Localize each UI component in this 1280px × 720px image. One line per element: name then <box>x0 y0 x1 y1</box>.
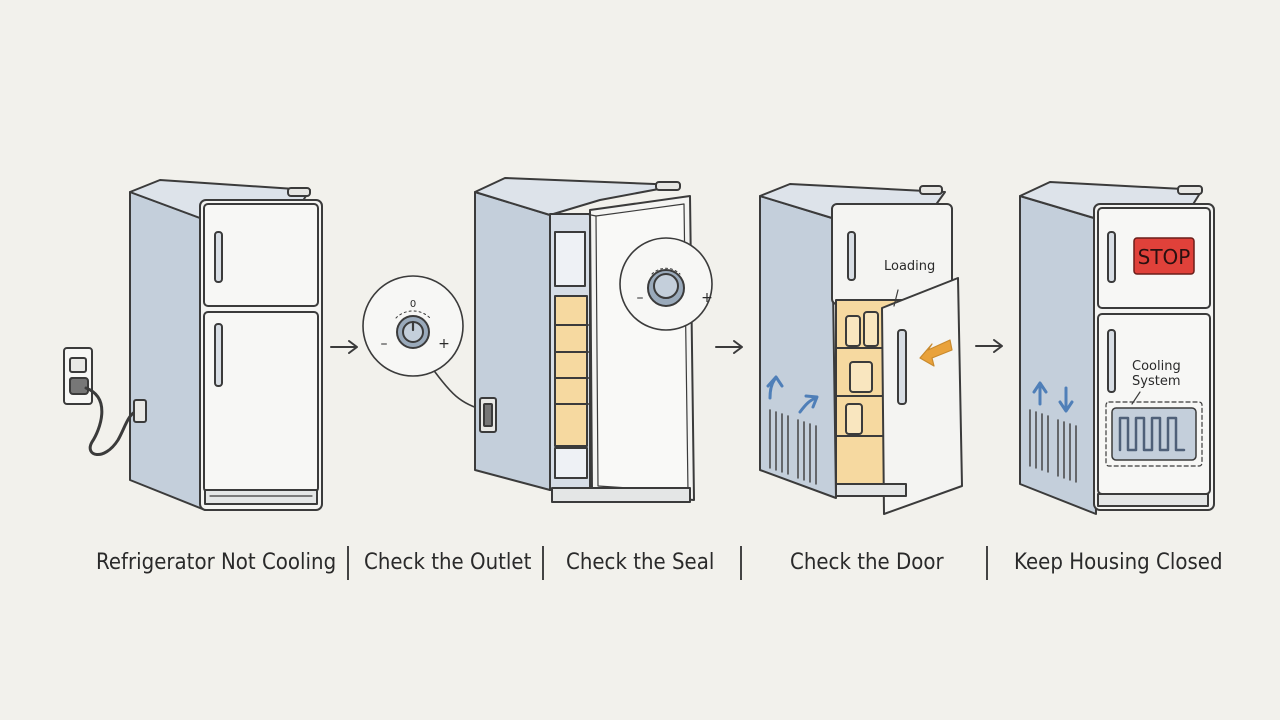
thermostat-dial-icon: – + <box>619 237 713 331</box>
caption-divider <box>542 546 544 580</box>
arrow-right-icon <box>975 339 1003 353</box>
dial-minus-mark: – <box>381 336 388 352</box>
caption-step-3: Check the Seal <box>566 550 715 575</box>
dial-minus-mark: – <box>637 290 644 306</box>
airflow-arrow-icon <box>1032 381 1074 413</box>
fridge-3: Loading <box>759 183 963 515</box>
dial-plus-mark: + <box>438 336 450 352</box>
airflow-arrow-icon <box>766 375 819 414</box>
caption-step-5: Keep Housing Closed <box>1014 550 1223 575</box>
stop-label: STOP <box>1138 245 1191 269</box>
caption-divider <box>740 546 742 580</box>
coil-icon <box>1105 391 1203 467</box>
fridge-2: – + <box>474 177 713 503</box>
stop-sign: STOP <box>1133 237 1195 275</box>
arrow-left-icon <box>919 339 953 367</box>
thermostat-dial-icon: 0 – + <box>362 275 485 411</box>
caption-step-1: Refrigerator Not Cooling <box>96 550 337 575</box>
fridge-1 <box>63 179 323 511</box>
outlet-icon <box>63 347 93 405</box>
caption-divider <box>347 546 349 580</box>
caption-step-2: Check the Outlet <box>364 550 532 575</box>
arrow-right-icon <box>330 340 358 354</box>
dial-plus-mark: + <box>701 290 713 306</box>
dial-zero-mark: 0 <box>410 299 416 310</box>
caption-step-4: Check the Door <box>790 550 944 575</box>
plug-icon <box>69 377 147 456</box>
arrow-right-icon <box>715 340 743 354</box>
caption-divider <box>986 546 988 580</box>
loading-label: Loading <box>884 259 935 274</box>
